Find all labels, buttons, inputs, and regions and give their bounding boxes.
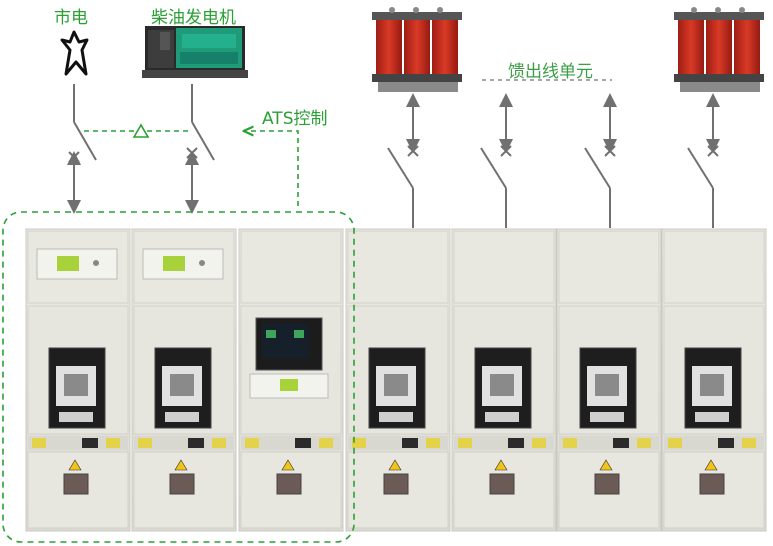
cabinet-6 (556, 228, 662, 532)
cabinet-7 (661, 228, 767, 532)
switchgear-lineup (25, 228, 767, 532)
outgoing-feeders (387, 93, 720, 228)
cabinet-5 (451, 228, 557, 532)
utility-label: 市电 (54, 8, 88, 28)
cabinet-4 (345, 228, 451, 532)
ats-interlock (84, 123, 299, 206)
ats-control-label: ATS控制 (262, 109, 328, 129)
transformer-right-image (674, 7, 764, 92)
ats-group-outline (2, 211, 355, 543)
transformer-left-image (372, 7, 462, 92)
diesel-generator-image (142, 26, 248, 78)
feeder-unit-label: 馈出线单元 (508, 62, 593, 82)
utility-source-icon (60, 30, 89, 76)
cabinet-3 (238, 228, 344, 532)
generator-label: 柴油发电机 (151, 8, 236, 28)
cabinet-1 (25, 228, 131, 532)
source-feeders (67, 84, 215, 214)
cabinet-2 (131, 228, 237, 532)
